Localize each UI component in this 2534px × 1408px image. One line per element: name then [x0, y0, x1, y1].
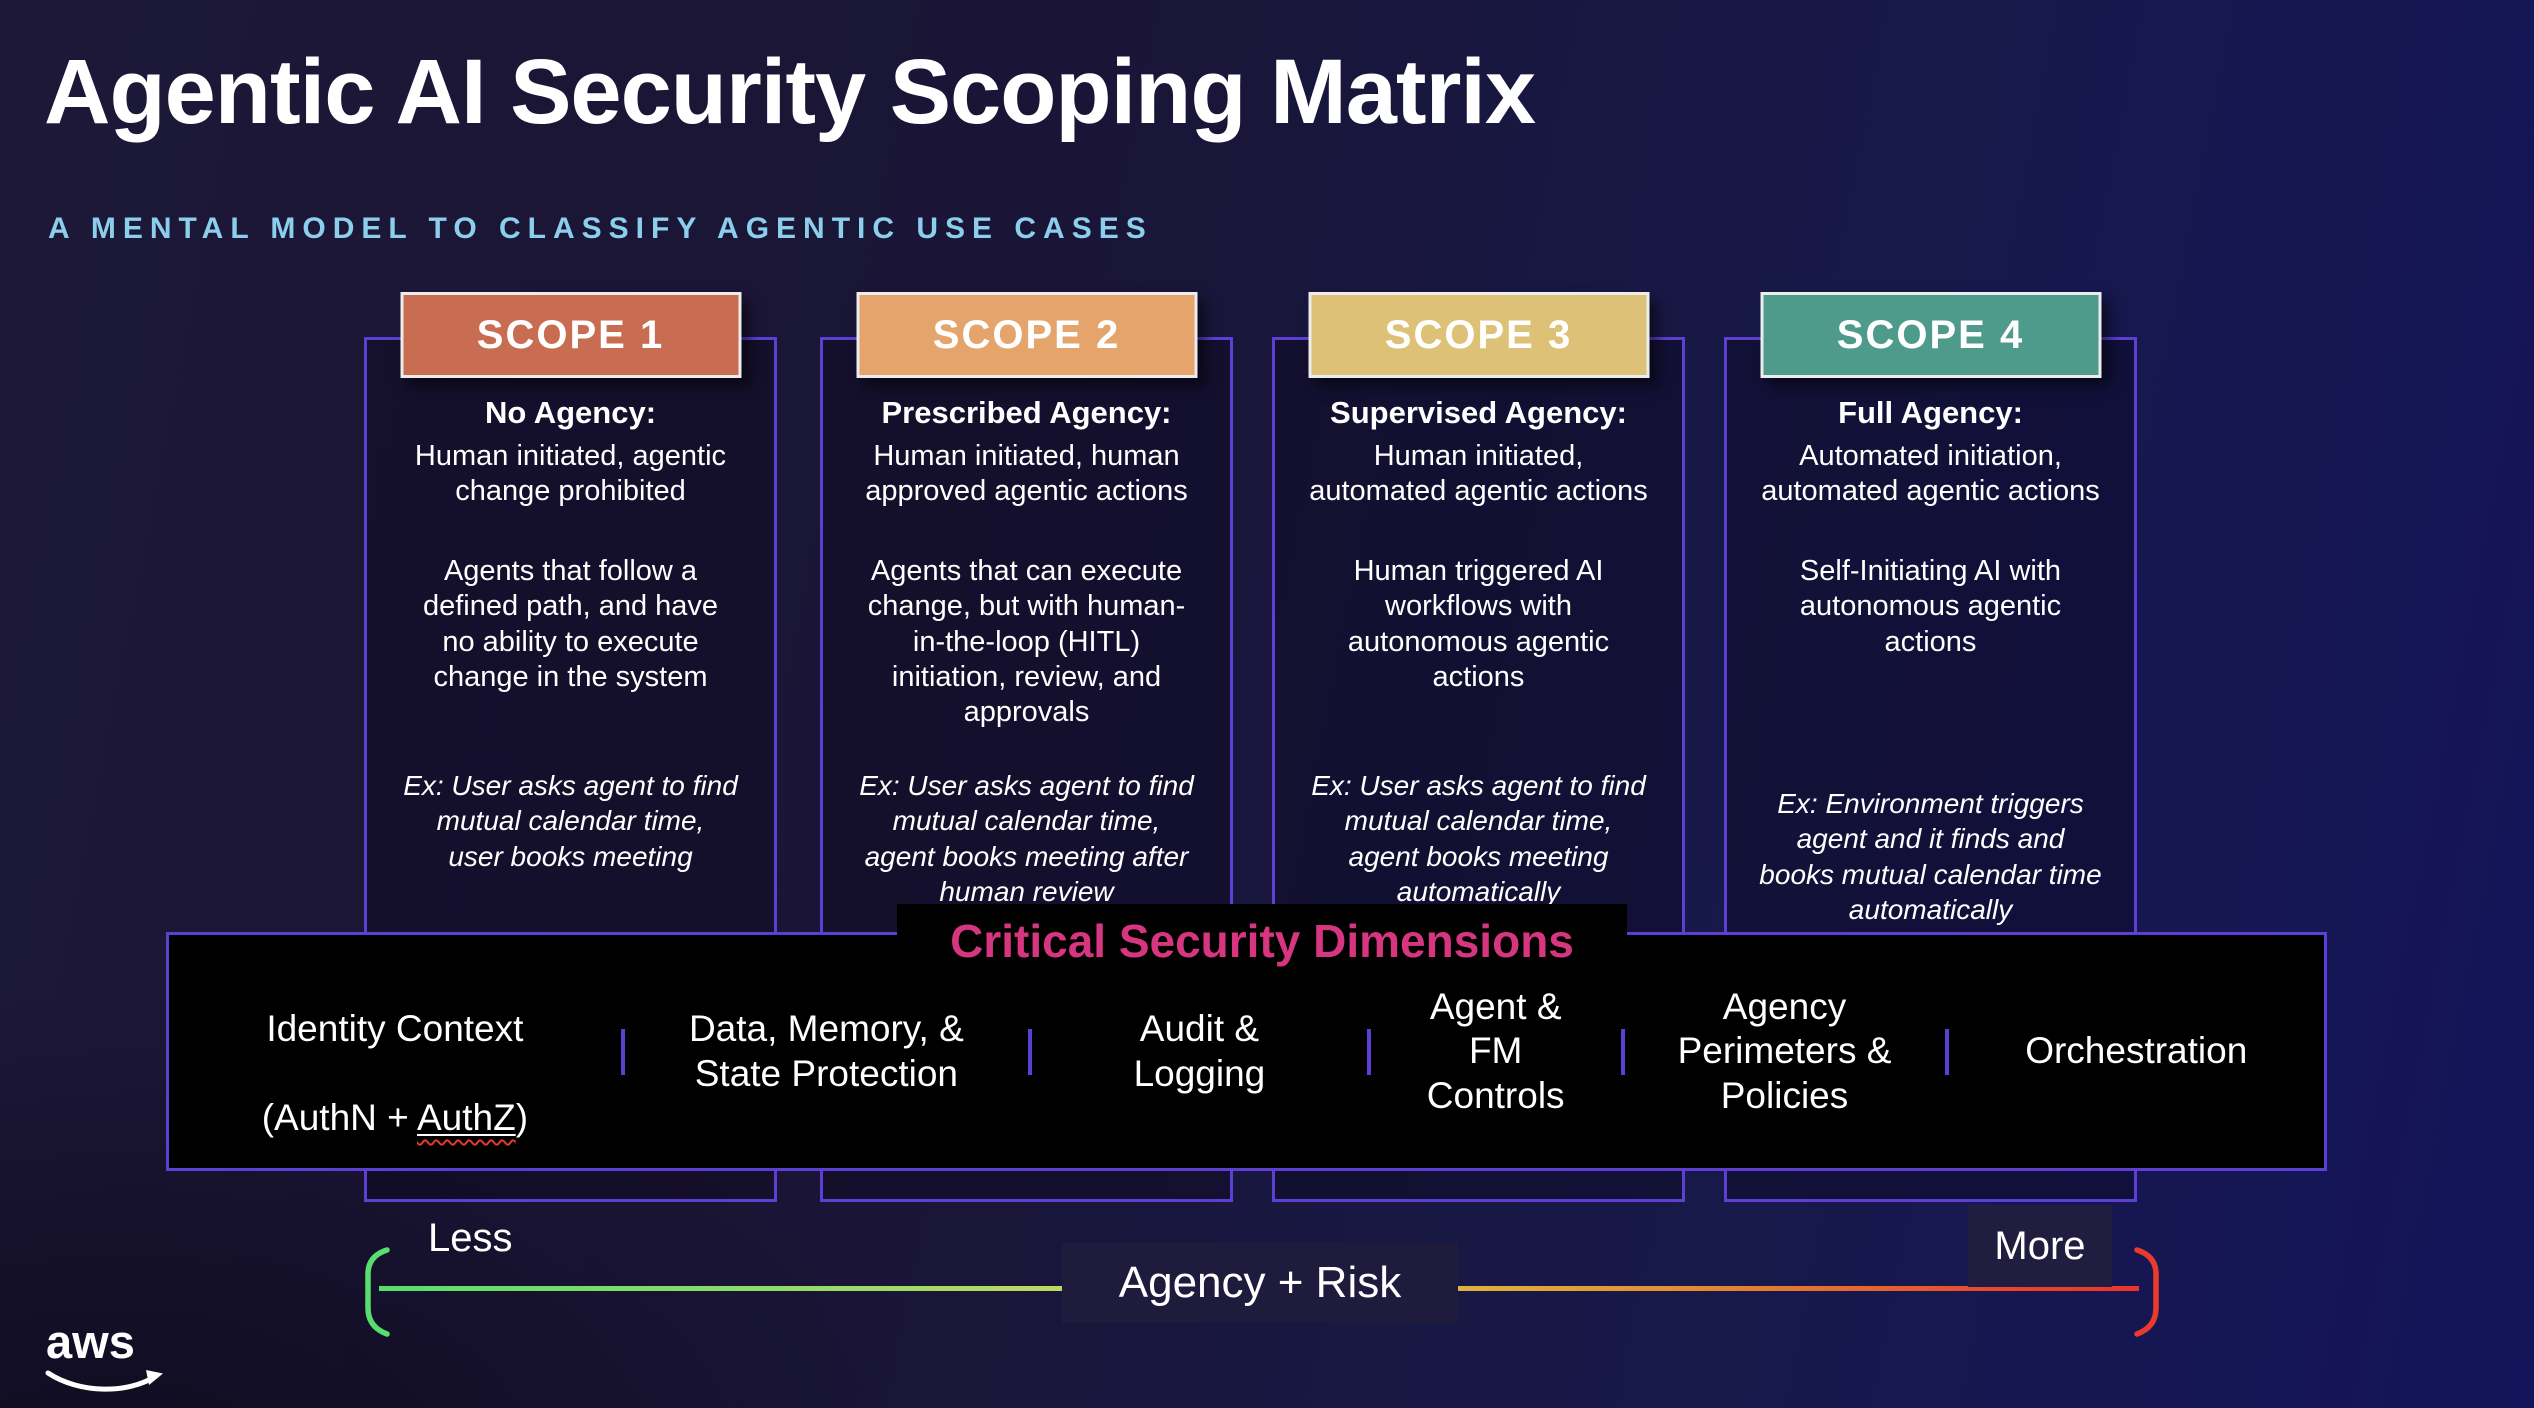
page-title: Agentic AI Security Scoping Matrix	[44, 41, 1536, 143]
axis-more-label: More	[1968, 1205, 2112, 1287]
left-bracket-path	[365, 1247, 390, 1337]
axis-less-label: Less	[428, 1216, 513, 1260]
agency-description: Self-Initiating AI with autonomous agent…	[1799, 554, 2062, 658]
dimension-orchestration: Orchestration	[2025, 1030, 2248, 1072]
right-bracket-path	[2134, 1247, 2159, 1337]
scope-1-header: SCOPE 1	[400, 292, 741, 378]
aws-logo-text: aws	[46, 1315, 135, 1368]
dimension-identity-context: Identity Context (AuthN + AuthZ)	[169, 963, 621, 1141]
scope-1-body: No Agency: Human initiated, agentic chan…	[367, 340, 774, 1199]
agency-example: Ex: User asks agent to find mutual calen…	[403, 770, 738, 872]
agency-title: Prescribed Agency:	[881, 395, 1172, 430]
agency-initiation: Human initiated, human approved agentic …	[865, 440, 1188, 508]
scope-4-header: SCOPE 4	[1760, 292, 2101, 378]
agency-initiation: Automated initiation, automated agentic …	[1761, 440, 2100, 508]
dimension-audit-logging: Audit & Logging	[1133, 1008, 1266, 1094]
axis-right-bracket	[2134, 1247, 2159, 1337]
agency-example: Ex: User asks agent to find mutual calen…	[1311, 770, 1646, 907]
axis-left-bracket	[365, 1247, 390, 1337]
agency-description: Agents that follow a defined path, and h…	[422, 554, 719, 693]
scope-2-header: SCOPE 2	[856, 292, 1197, 378]
dimension-separator	[1944, 1028, 1949, 1075]
agency-initiation: Human initiated, automated agentic actio…	[1309, 440, 1648, 508]
security-dimensions-bar: Identity Context (AuthN + AuthZ) Data, M…	[166, 932, 2327, 1171]
dimension-agency-perimeters: Agency Perimeters & Policies	[1677, 985, 1892, 1116]
agency-risk-label: Agency + Risk	[1062, 1243, 1458, 1323]
dimension-separator	[1620, 1028, 1625, 1075]
dimension-separator	[620, 1028, 625, 1075]
identity-line1: Identity Context	[266, 1008, 524, 1050]
agency-example: Ex: Environment triggers agent and it fi…	[1759, 788, 2102, 925]
dimension-agent-fm-controls: Agent & FM Controls	[1426, 985, 1565, 1116]
identity-line2: (AuthN + AuthZ)	[261, 1096, 529, 1138]
scope-3-header: SCOPE 3	[1308, 292, 1649, 378]
agency-title: Full Agency:	[1838, 395, 2023, 430]
dimension-separator	[1366, 1028, 1371, 1075]
authz-misspelled-word: AuthZ	[417, 1096, 516, 1138]
dimension-separator	[1027, 1028, 1032, 1075]
page-subtitle: A MENTAL MODEL TO CLASSIFY AGENTIC USE C…	[48, 212, 1153, 245]
scope-4-body: Full Agency: Automated initiation, autom…	[1727, 340, 2134, 1199]
aws-smile-icon	[45, 1370, 163, 1392]
agency-title: No Agency:	[484, 395, 657, 430]
aws-logo: aws	[45, 1315, 172, 1397]
agency-description: Human triggered AI workflows with autono…	[1347, 554, 1610, 693]
scope-2-body: Prescribed Agency: Human initiated, huma…	[823, 340, 1230, 1199]
security-dimensions-title: Critical Security Dimensions	[897, 904, 1627, 978]
dimension-data-memory-state: Data, Memory, & State Protection	[688, 1008, 964, 1094]
dimension-row: Identity Context (AuthN + AuthZ) Data, M…	[169, 935, 2324, 1168]
agency-title: Supervised Agency:	[1330, 395, 1627, 430]
agency-initiation: Human initiated, agentic change prohibit…	[414, 440, 727, 508]
agency-example: Ex: User asks agent to find mutual calen…	[859, 770, 1194, 907]
agency-description: Agents that can execute change, but with…	[867, 554, 1186, 729]
scope-3-body: Supervised Agency: Human initiated, auto…	[1275, 340, 1682, 1199]
